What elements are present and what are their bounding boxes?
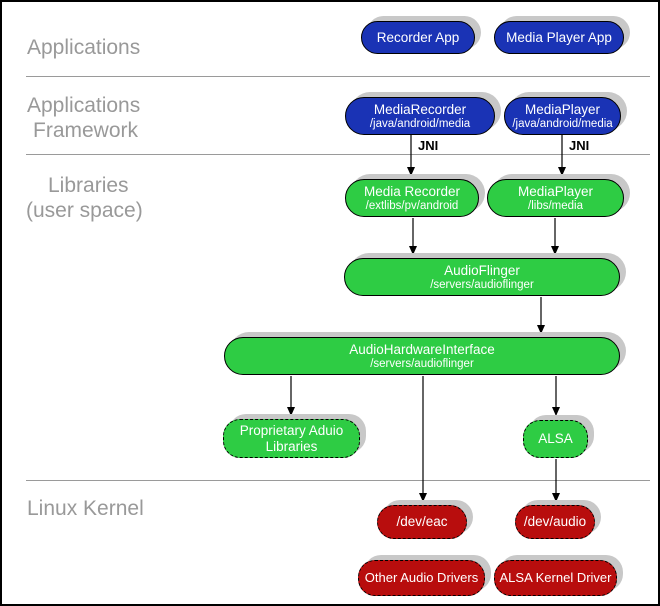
node-audiohardwareinterface: AudioHardwareInterface /servers/audiofli… xyxy=(224,337,620,375)
jni-label-right: JNI xyxy=(569,138,590,153)
node-media-player-app: Media Player App xyxy=(494,21,624,54)
node-label: Proprietary Aduio xyxy=(239,422,344,438)
node-alsa-kernel-driver: ALSA Kernel Driver xyxy=(494,560,617,596)
node-label: MediaPlayer xyxy=(524,101,601,117)
divider-libraries-kernel xyxy=(26,480,650,481)
node-audioflinger: AudioFlinger /servers/audioflinger xyxy=(344,258,620,296)
section-label-framework-line1: Applications xyxy=(27,94,141,117)
node-path: /java/android/media xyxy=(369,117,471,130)
node-proprietary-audio-libraries: Proprietary Aduio Libraries xyxy=(223,419,360,458)
node-path: /libs/media xyxy=(528,199,583,212)
node-mediaplayer-lib: MediaPlayer /libs/media xyxy=(487,179,624,217)
node-dev-eac: /dev/eac xyxy=(377,505,467,539)
node-media-recorder-lib: Media Recorder /extlibs/pv/android xyxy=(345,179,479,217)
node-dev-audio: /dev/audio xyxy=(515,505,595,539)
node-label: ALSA Kernel Driver xyxy=(499,570,612,585)
node-path: /java/android/media xyxy=(512,117,613,130)
node-label: Media Recorder xyxy=(363,183,461,199)
node-recorder-app: Recorder App xyxy=(361,21,475,54)
node-label: Other Audio Drivers xyxy=(364,570,479,585)
node-mediarecorder-framework: MediaRecorder /java/android/media xyxy=(345,97,495,135)
node-label: MediaRecorder xyxy=(373,101,467,117)
node-label: ALSA xyxy=(538,431,573,446)
node-path: /servers/audioflinger xyxy=(430,278,534,291)
node-label: MediaPlayer xyxy=(517,183,594,199)
node-label: AudioHardwareInterface xyxy=(349,341,495,357)
node-other-audio-drivers: Other Audio Drivers xyxy=(358,560,485,596)
divider-framework-libraries xyxy=(26,154,650,155)
node-label: /dev/eac xyxy=(396,514,448,529)
section-label-framework-line2: Framework xyxy=(33,119,139,142)
node-path: /servers/audioflinger xyxy=(370,357,474,370)
divider-applications-framework xyxy=(26,76,650,77)
jni-label-left: JNI xyxy=(418,138,439,153)
node-label: /dev/audio xyxy=(523,514,587,529)
node-label: Media Player App xyxy=(506,29,612,45)
node-alsa: ALSA xyxy=(523,420,588,458)
node-mediaplayer-framework: MediaPlayer /java/android/media xyxy=(504,97,621,135)
section-label-linux-kernel: Linux Kernel xyxy=(27,497,144,520)
node-path: /extlibs/pv/android xyxy=(365,199,459,212)
section-label-libraries-line2: (user space) xyxy=(26,199,143,222)
section-label-applications: Applications xyxy=(27,36,141,59)
node-label: AudioFlinger xyxy=(444,262,520,278)
node-label: Libraries xyxy=(265,438,318,454)
section-label-libraries-line1: Libraries xyxy=(48,174,129,197)
node-label: Recorder App xyxy=(376,29,460,45)
